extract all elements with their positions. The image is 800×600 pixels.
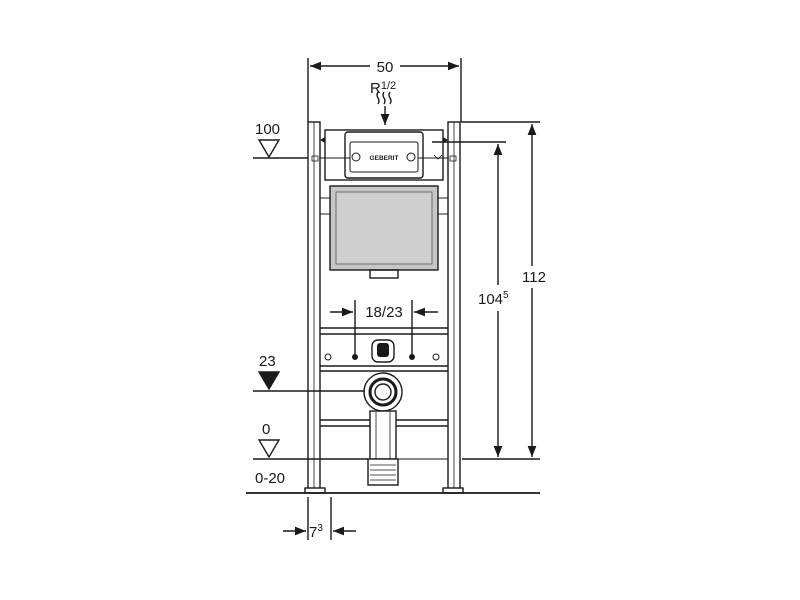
foot-offset-dimension <box>283 497 356 540</box>
left-upright <box>304 121 326 494</box>
water-connection-label: R1/2 <box>370 80 396 97</box>
level-23-label: 23 <box>259 353 276 370</box>
flush-pipe-connector <box>371 339 395 363</box>
level-23-triangle-icon <box>257 371 281 391</box>
water-inlet-icon <box>376 91 392 125</box>
width-dimension <box>307 58 462 122</box>
brand-logo: GEBERIT <box>370 155 399 162</box>
width-label: 50 <box>377 59 394 76</box>
cistern <box>319 185 449 279</box>
height-total-label: 112 <box>522 269 546 286</box>
level-0-triangle-icon <box>257 439 281 459</box>
right-upright <box>442 121 464 494</box>
level-0-label: 0 <box>262 421 270 438</box>
height-dimensions <box>432 121 540 460</box>
pipe-spacing-dimension <box>330 300 438 358</box>
height-cistern-label: 1045 <box>478 290 509 308</box>
foot-offset-label: 73 <box>309 523 323 541</box>
spacing-label: 18/23 <box>365 304 403 321</box>
level-100-label: 100 <box>255 121 280 138</box>
level-100-triangle-icon <box>257 139 281 159</box>
actuator-housing <box>320 129 448 181</box>
floor-range-label: 0-20 <box>255 470 285 487</box>
level-lines <box>246 157 540 494</box>
drain-pipe <box>363 372 403 486</box>
